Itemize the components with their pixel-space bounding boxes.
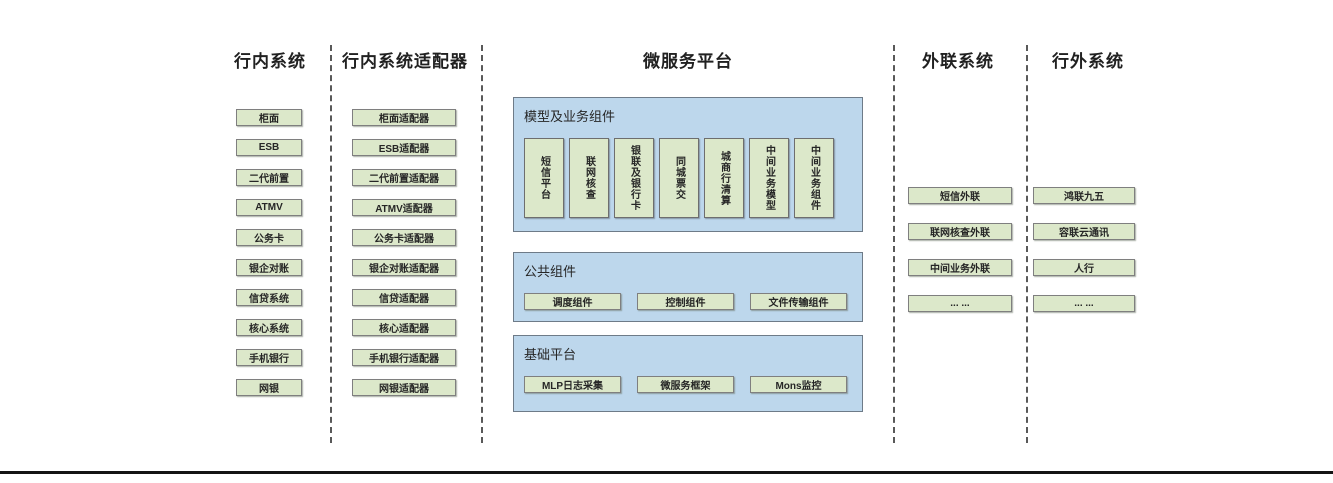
external-box: 鸿联九五: [1033, 187, 1135, 204]
component-box: 中间业务组件: [794, 138, 834, 218]
component-box: MLP日志采集: [524, 376, 621, 393]
system-box: 核心系统: [236, 319, 302, 336]
component-box: 联网核查: [569, 138, 609, 218]
adapter-box: ESB适配器: [352, 139, 456, 156]
external-box: ... ...: [1033, 295, 1135, 312]
bottom-border-line: [0, 471, 1333, 474]
adapter-box: 核心适配器: [352, 319, 456, 336]
adapter-box: 信贷适配器: [352, 289, 456, 306]
system-box: 柜面: [236, 109, 302, 126]
adapter-box: 公务卡适配器: [352, 229, 456, 246]
component-row: 调度组件 控制组件 文件传输组件: [524, 293, 852, 310]
component-box: 同城票交: [659, 138, 699, 218]
component-row: MLP日志采集 微服务框架 Mons监控: [524, 376, 852, 393]
panel-label: 模型及业务组件: [524, 109, 616, 124]
model-business-components-panel: 模型及业务组件 短信平台 联网核查 银联及银行卡 同城票交 城商行清算 中间业务…: [513, 97, 863, 232]
component-box: 文件传输组件: [750, 293, 847, 310]
adapter-box: 银企对账适配器: [352, 259, 456, 276]
common-components-panel: 公共组件 调度组件 控制组件 文件传输组件: [513, 252, 863, 322]
component-box: 微服务框架: [637, 376, 734, 393]
adapter-box: 柜面适配器: [352, 109, 456, 126]
internal-systems-column: 柜面 ESB 二代前置 ATMV 公务卡 银企对账 信贷系统 核心系统 手机银行…: [236, 109, 302, 409]
system-box: ESB: [236, 139, 302, 156]
adapter-box: 网银适配器: [352, 379, 456, 396]
component-box: 中间业务模型: [749, 138, 789, 218]
outreach-box: 联网核查外联: [908, 223, 1012, 240]
component-box: 短信平台: [524, 138, 564, 218]
column-title-outreach-systems: 外联系统: [922, 52, 994, 71]
vertical-component-row: 短信平台 联网核查 银联及银行卡 同城票交 城商行清算 中间业务模型 中间业务组…: [524, 138, 852, 218]
adapter-box: 二代前置适配器: [352, 169, 456, 186]
component-box: 城商行清算: [704, 138, 744, 218]
system-box: 手机银行: [236, 349, 302, 366]
system-box: 银企对账: [236, 259, 302, 276]
separator-line-2: [481, 45, 483, 443]
component-box: Mons监控: [750, 376, 847, 393]
system-box: ATMV: [236, 199, 302, 216]
separator-line-4: [1026, 45, 1028, 443]
separator-line-1: [330, 45, 332, 443]
separator-line-3: [893, 45, 895, 443]
system-box: 公务卡: [236, 229, 302, 246]
column-title-microservice-platform: 微服务平台: [643, 52, 733, 71]
column-title-internal-adapters: 行内系统适配器: [342, 52, 468, 71]
system-box: 信贷系统: [236, 289, 302, 306]
component-box: 银联及银行卡: [614, 138, 654, 218]
outreach-box: 中间业务外联: [908, 259, 1012, 276]
panel-label: 基础平台: [524, 347, 577, 362]
external-box: 容联云通讯: [1033, 223, 1135, 240]
external-systems-column: 鸿联九五 容联云通讯 人行 ... ...: [1033, 187, 1135, 331]
outreach-box: ... ...: [908, 295, 1012, 312]
column-title-internal-systems: 行内系统: [234, 52, 306, 71]
system-box: 二代前置: [236, 169, 302, 186]
adapter-box: ATMV适配器: [352, 199, 456, 216]
base-platform-panel: 基础平台 MLP日志采集 微服务框架 Mons监控: [513, 335, 863, 412]
column-title-external-systems: 行外系统: [1052, 52, 1124, 71]
outreach-systems-column: 短信外联 联网核查外联 中间业务外联 ... ...: [908, 187, 1012, 331]
outreach-box: 短信外联: [908, 187, 1012, 204]
component-box: 调度组件: [524, 293, 621, 310]
component-box: 控制组件: [637, 293, 734, 310]
system-box: 网银: [236, 379, 302, 396]
internal-adapters-column: 柜面适配器 ESB适配器 二代前置适配器 ATMV适配器 公务卡适配器 银企对账…: [352, 109, 456, 409]
panel-label: 公共组件: [524, 264, 577, 279]
external-box: 人行: [1033, 259, 1135, 276]
adapter-box: 手机银行适配器: [352, 349, 456, 366]
